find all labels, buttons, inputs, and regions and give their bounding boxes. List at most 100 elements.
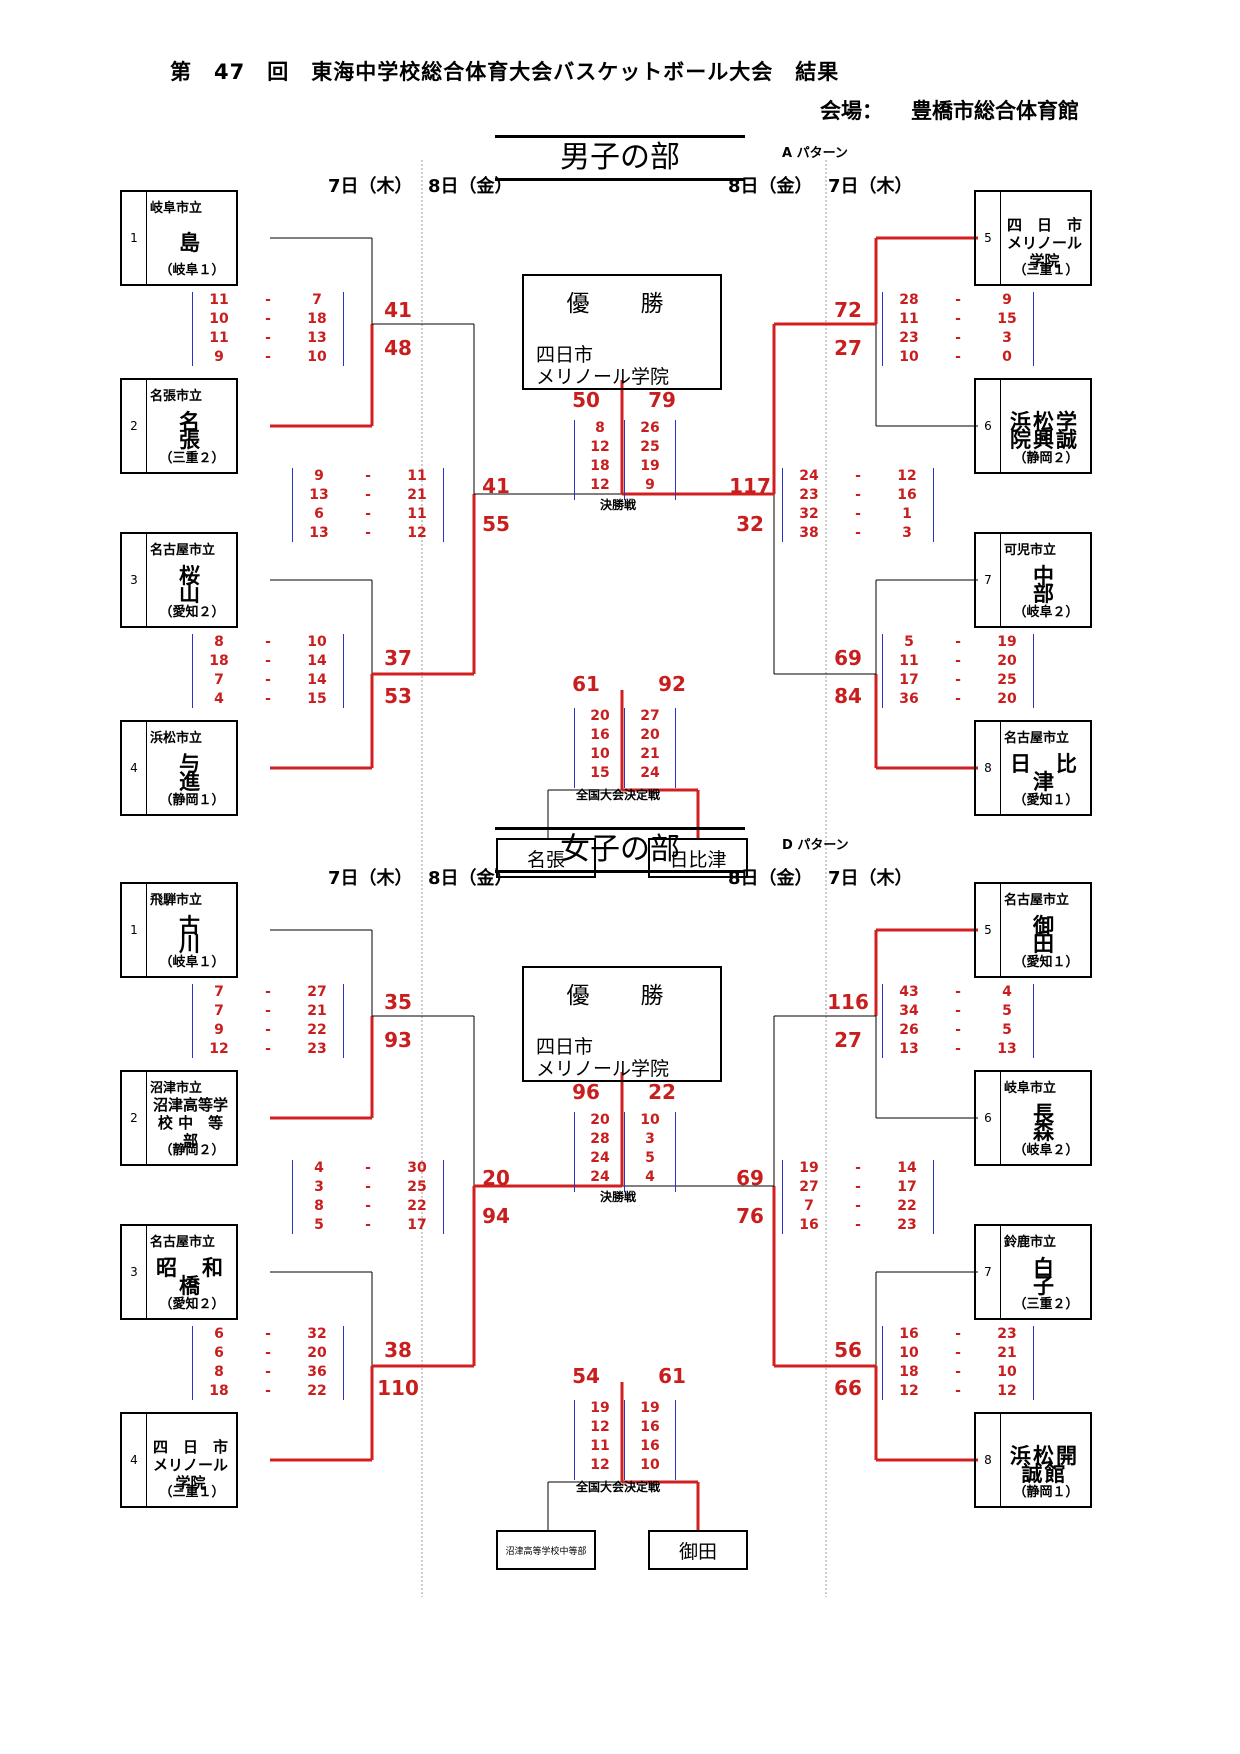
- quarter-score-a: 16: [799, 1217, 819, 1233]
- quarter-score-a: 12: [899, 1383, 919, 1399]
- quarter-dash: -: [265, 691, 271, 707]
- quarter-score-b: 19: [997, 634, 1017, 650]
- national-label: 全国大会決定戦: [576, 788, 661, 802]
- seed-number: 4: [122, 722, 147, 814]
- quarter-row: 13-13: [883, 1041, 1033, 1060]
- quarter-score-b: 9: [645, 477, 655, 493]
- quarter-row: 18-14: [193, 653, 343, 672]
- quarter-score-b: 32: [307, 1326, 327, 1342]
- quarter-row: 13-12: [293, 525, 443, 544]
- quarter-score-b: 22: [407, 1198, 427, 1214]
- quarter-score-b: 17: [897, 1179, 917, 1195]
- seed-number: 8: [976, 722, 1001, 814]
- quarter-score-a: 12: [590, 1457, 610, 1473]
- quarter-score-a: 28: [899, 292, 919, 308]
- game-score: 56: [834, 1338, 862, 1362]
- champion-box: 優 勝四日市メリノール学院: [522, 274, 722, 390]
- quarter-dash: -: [955, 1003, 961, 1019]
- champion-name-line1: 四日市: [536, 1036, 594, 1058]
- quarter-row: 7-21: [193, 1003, 343, 1022]
- section-title: 女子の部: [560, 832, 680, 867]
- quarter-dash: -: [855, 468, 861, 484]
- quarter-score-a: 8: [214, 634, 224, 650]
- quarter-dash: -: [855, 525, 861, 541]
- quarter-row: 8-22: [293, 1198, 443, 1217]
- quarter-dash: -: [955, 330, 961, 346]
- game-score: 72: [834, 298, 862, 322]
- quarter-dash: -: [265, 1364, 271, 1380]
- quarter-score-b: 12: [997, 1383, 1017, 1399]
- game-score: 76: [736, 1204, 764, 1228]
- quarter-score-b: 25: [407, 1179, 427, 1195]
- quarter-score-b: 27: [640, 708, 660, 724]
- quarter-row: 9-22: [193, 1022, 343, 1041]
- team-city: 鈴鹿市立: [1004, 1235, 1057, 1250]
- team-prefecture: （愛知１）: [1013, 793, 1079, 808]
- quarter-dash: -: [365, 487, 371, 503]
- team-name: 昭 和 橋: [156, 1256, 248, 1298]
- team-prefecture: （静岡１）: [159, 793, 225, 808]
- team-prefecture: （愛知２）: [159, 1297, 225, 1312]
- quarter-row: 11-7: [193, 292, 343, 311]
- quarter-score-a: 7: [214, 672, 224, 688]
- quarter-dash: -: [265, 1383, 271, 1399]
- team-name: 与 進: [179, 752, 271, 794]
- quarter-row: 24-12: [783, 468, 933, 487]
- quarter-dash: -: [365, 1217, 371, 1233]
- quarter-dash: -: [265, 349, 271, 365]
- quarter-score-b: 7: [312, 292, 322, 308]
- quarter-dash: -: [955, 1383, 961, 1399]
- quarter-score-a: 8: [214, 1364, 224, 1380]
- quarter-score-b: 20: [307, 1345, 327, 1361]
- quarter-dash: -: [365, 1198, 371, 1214]
- quarter-score-b: 20: [997, 691, 1017, 707]
- quarter-score-b: 23: [307, 1041, 327, 1057]
- quarter-dash: -: [955, 984, 961, 1000]
- game-score: 69: [834, 646, 862, 670]
- quarter-dash: -: [265, 1041, 271, 1057]
- quarter-dash: -: [265, 1345, 271, 1361]
- quarter-row: 8-10: [193, 634, 343, 653]
- quarter-row: 6-32: [193, 1326, 343, 1345]
- national-team-right: 日比津: [648, 838, 748, 878]
- day-label: 8日（金）: [728, 868, 813, 889]
- quarter-dash: -: [955, 691, 961, 707]
- champion-name-line2: メリノール学院: [536, 366, 670, 388]
- game-score: 93: [384, 1028, 412, 1052]
- game-score: 53: [384, 684, 412, 708]
- quarter-row: 8-36: [193, 1364, 343, 1383]
- quarter-score-b: 19: [640, 1400, 660, 1416]
- quarter-score-a: 18: [209, 653, 229, 669]
- quarter-score-b: 5: [1002, 1003, 1012, 1019]
- quarter-row: 12-23: [193, 1041, 343, 1060]
- team-name: 古 川: [179, 914, 271, 956]
- team-city: 浜松市立: [150, 731, 203, 746]
- national-label: 全国大会決定戦: [576, 1480, 661, 1494]
- quarter-score-a: 9: [314, 468, 324, 484]
- national-score: 61: [658, 1364, 686, 1388]
- team-name: 名 張: [179, 410, 248, 452]
- quarter-dash: -: [365, 1179, 371, 1195]
- game-score: 38: [384, 1338, 412, 1362]
